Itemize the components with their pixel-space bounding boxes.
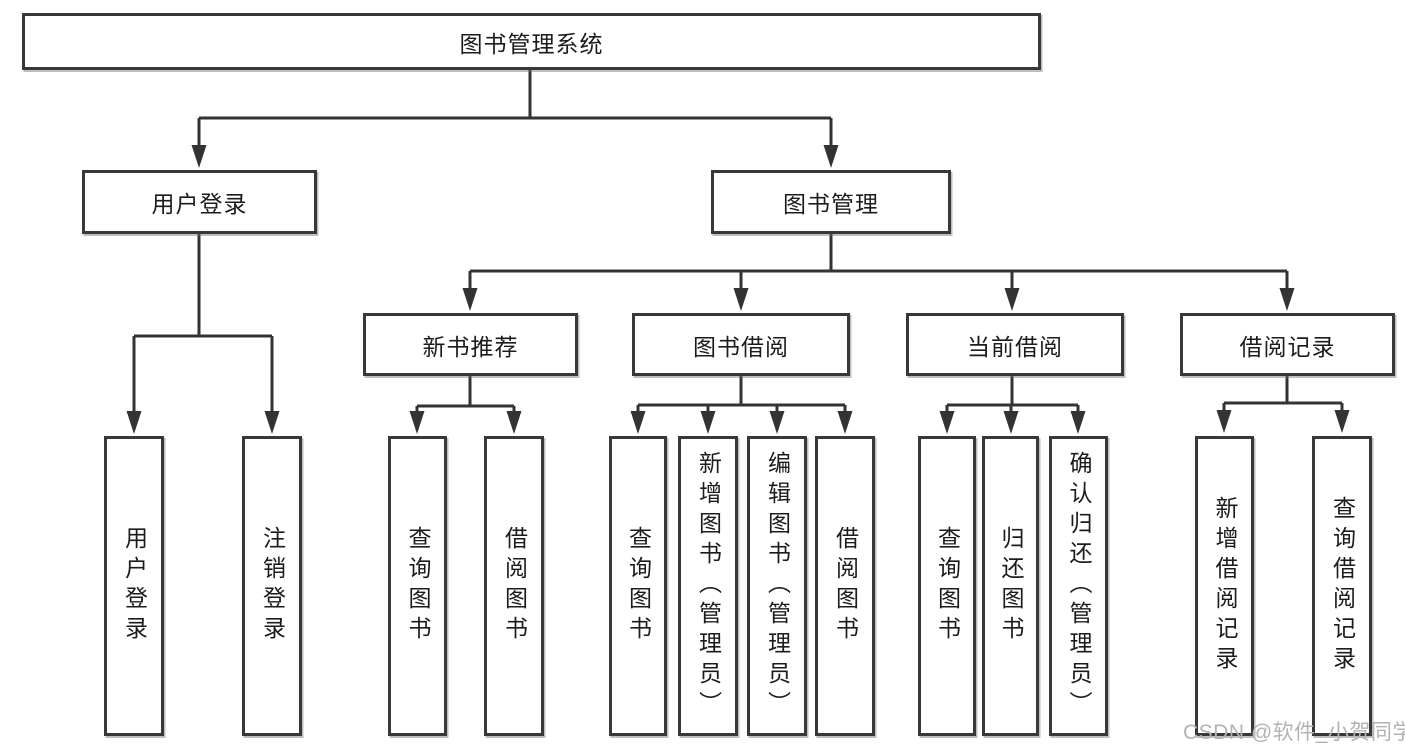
node-label: 查询借阅记录 [1329, 496, 1356, 676]
node-label: 借阅图书 [832, 526, 859, 646]
leaf-borrow-books-recommend: 借阅图书 [484, 436, 544, 736]
node-label: 用户登录 [151, 191, 248, 217]
leaf-query-books-current: 查询图书 [918, 436, 976, 736]
leaf-borrow-books: 借阅图书 [815, 436, 875, 736]
node-user-login: 用户登录 [82, 170, 317, 234]
node-current-borrow: 当前借阅 [906, 313, 1124, 376]
node-label: 借阅记录 [1239, 333, 1336, 360]
node-label: 图书管理 [783, 191, 879, 217]
leaf-query-borrow-record: 查询借阅记录 [1312, 436, 1372, 736]
node-label: 确认归还（管理员） [1066, 451, 1092, 721]
node-book-management: 图书管理 [711, 170, 951, 234]
node-label: 用户登录 [121, 526, 148, 646]
leaf-add-borrow-record: 新增借阅记录 [1195, 436, 1254, 736]
leaf-logout: 注销登录 [242, 436, 302, 736]
node-label: 编辑图书（管理员） [764, 451, 791, 721]
leaf-edit-books-admin: 编辑图书（管理员） [747, 436, 807, 736]
leaf-add-books-admin: 新增图书（管理员） [678, 436, 738, 736]
csdn-watermark: CSDN @软件_小贺同学 [1183, 721, 1405, 744]
leaf-query-books-recommend: 查询图书 [388, 436, 447, 736]
leaf-confirm-return-admin: 确认归还（管理员） [1049, 436, 1108, 736]
node-label: 借阅图书 [501, 526, 528, 646]
node-label: 归还图书 [998, 526, 1024, 646]
node-label: 新书推荐 [422, 333, 519, 360]
node-label: 当前借阅 [967, 333, 1063, 360]
node-label: 图书管理系统 [459, 30, 604, 57]
leaf-user-login: 用户登录 [104, 436, 164, 736]
node-label: 新增借阅记录 [1212, 496, 1238, 676]
node-label: 新增图书（管理员） [695, 451, 722, 721]
node-book-borrow: 图书借阅 [632, 313, 850, 376]
leaf-query-books-borrow: 查询图书 [609, 436, 667, 736]
node-label: 查询图书 [405, 526, 431, 646]
node-label: 图书借阅 [693, 333, 789, 360]
node-label: 查询图书 [625, 526, 652, 646]
node-label: 查询图书 [934, 526, 961, 646]
leaf-return-books: 归还图书 [982, 436, 1039, 736]
node-label: 注销登录 [259, 526, 286, 646]
node-library-management-system: 图书管理系统 [22, 13, 1041, 70]
node-borrow-records: 借阅记录 [1180, 313, 1395, 376]
node-new-book-recommend: 新书推荐 [363, 313, 578, 376]
